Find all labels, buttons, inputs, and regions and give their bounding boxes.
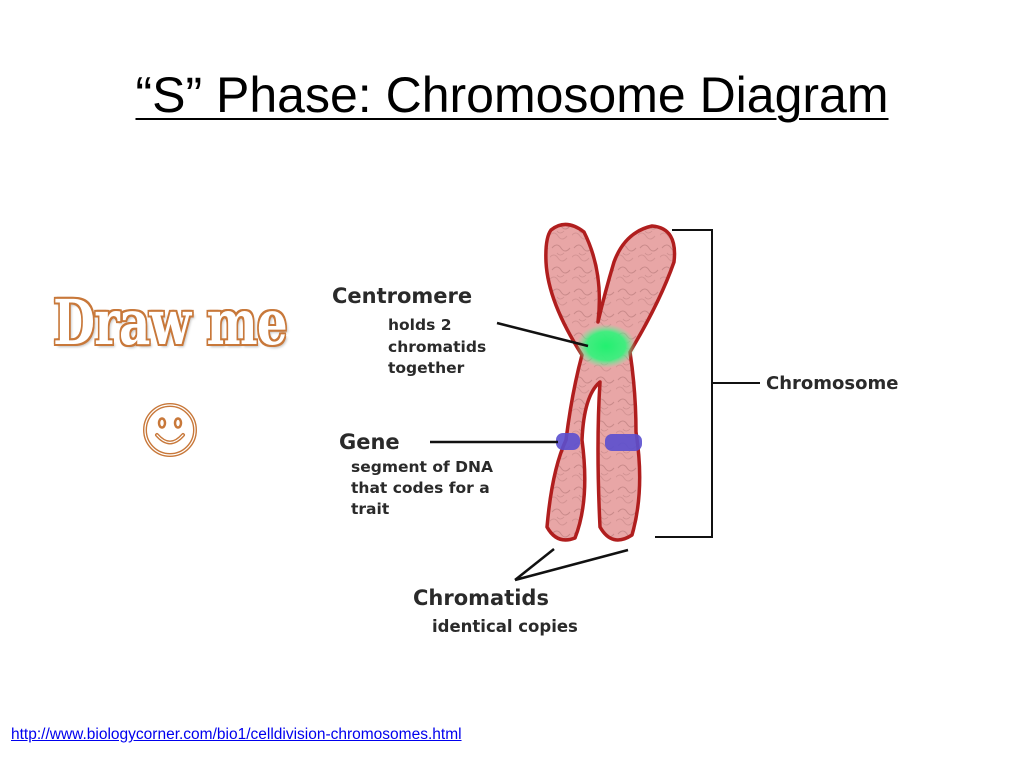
gene-desc-3: trait	[351, 500, 390, 518]
gene-desc-2: that codes for a	[351, 479, 490, 497]
chromatids-pointer-right	[514, 548, 629, 582]
draw-me-text: Draw me	[53, 286, 287, 359]
centromere-label: Centromere	[332, 284, 473, 308]
centromere	[576, 324, 636, 368]
chromosome-body	[544, 222, 677, 542]
chromatids-label: Chromatids	[413, 586, 549, 610]
centromere-desc-3: together	[388, 359, 465, 377]
slide-title: “S” Phase: Chromosome Diagram	[135, 67, 889, 123]
gene-desc-1: segment of DNA	[351, 458, 493, 476]
centromere-desc-2: chromatids	[388, 338, 487, 356]
smiley-icon	[143, 403, 197, 457]
centromere-pointer	[496, 321, 589, 348]
chromosome-label: Chromosome	[766, 373, 899, 394]
source-link[interactable]: http://www.biologycorner.com/bio1/celldi…	[11, 726, 462, 743]
chromatids-pointer-left	[514, 548, 555, 581]
chromatids-desc: identical copies	[432, 617, 578, 636]
gene-label: Gene	[339, 430, 400, 454]
gene-band-left	[556, 433, 580, 450]
gene-band-right	[605, 434, 642, 451]
centromere-desc-1: holds 2	[388, 316, 452, 334]
